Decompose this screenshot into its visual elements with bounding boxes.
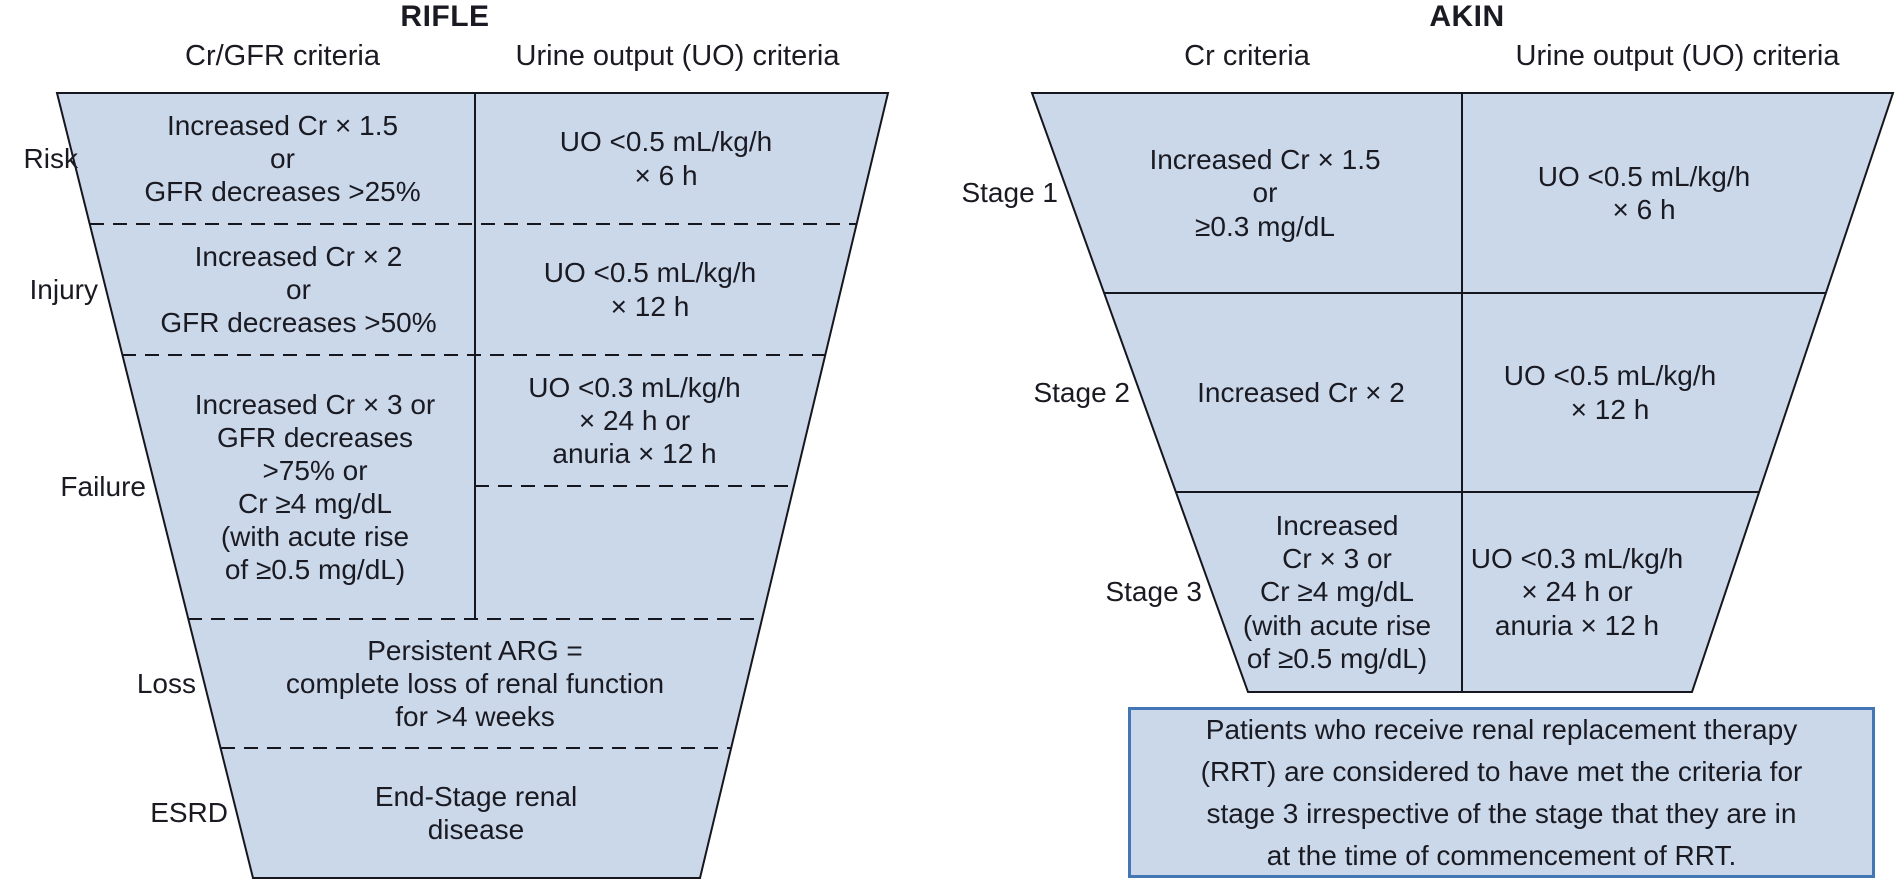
akin-stage2-uo-criteria-cell: UO <0.5 mL/kg/h × 12 h: [1503, 360, 1717, 425]
rifle-loss-cell: Persistent ARG = complete loss of renal …: [285, 634, 665, 733]
akin-title: AKIN: [1429, 0, 1505, 33]
rifle-failure-cr-criteria-cell: Increased Cr × 3 or GFR decreases >75% o…: [194, 388, 436, 586]
akin-stage2-cr-criteria-cell: Increased Cr × 2: [1197, 376, 1405, 408]
akin-cr-column-header: Cr criteria: [1184, 39, 1310, 72]
rifle-esrd-cell: End-Stage renal disease: [374, 780, 578, 845]
akin-stage1-cr-criteria-cell: Increased Cr × 1.5 or ≥0.3 mg/dL: [1149, 144, 1381, 242]
akin-stage1-uo-criteria-cell: UO <0.5 mL/kg/h × 6 h: [1537, 160, 1751, 225]
rifle-failure-uo-criteria-cell: UO <0.3 mL/kg/h × 24 h or anuria × 12 h: [528, 371, 741, 470]
akin-stage3-uo-criteria-cell: UO <0.3 mL/kg/h × 24 h or anuria × 12 h: [1470, 543, 1684, 641]
rifle-injury-cr-criteria-cell: Increased Cr × 2 or GFR decreases >50%: [160, 240, 437, 339]
akin-urine-output-column-header: Urine output (UO) criteria: [1515, 39, 1840, 72]
rifle-row-label-risk: Risk: [23, 142, 78, 174]
rifle-title: RIFLE: [400, 0, 490, 33]
rifle-risk-cr-criteria-cell: Increased Cr × 1.5 or GFR decreases >25%: [144, 109, 421, 208]
rifle-urine-output-column-header: Urine output (UO) criteria: [515, 39, 840, 72]
rifle-row-label-esrd: ESRD: [150, 797, 228, 828]
akin-row-label-stage-3: Stage 3: [1105, 576, 1202, 607]
rifle-cr-gfr-column-header: Cr/GFR criteria: [185, 39, 380, 72]
rifle-row-label-loss: Loss: [136, 667, 196, 699]
akin-stage3-cr-criteria-cell: Increased Cr × 3 or Cr ≥4 mg/dL (with ac…: [1242, 510, 1432, 674]
akin-row-label-stage-2: Stage 2: [1033, 376, 1130, 408]
rifle-row-label-failure: Failure: [60, 471, 146, 502]
rifle-funnel-shape: [55, 92, 890, 879]
rifle-row-label-injury: Injury: [29, 273, 98, 305]
akin-row-label-stage-1: Stage 1: [961, 177, 1058, 208]
rifle-injury-uo-criteria-cell: UO <0.5 mL/kg/h × 12 h: [543, 257, 757, 322]
akin-rrt-note-box: Patients who receive renal replacement t…: [1128, 707, 1875, 878]
rifle-risk-uo-criteria-cell: UO <0.5 mL/kg/h × 6 h: [559, 126, 773, 191]
